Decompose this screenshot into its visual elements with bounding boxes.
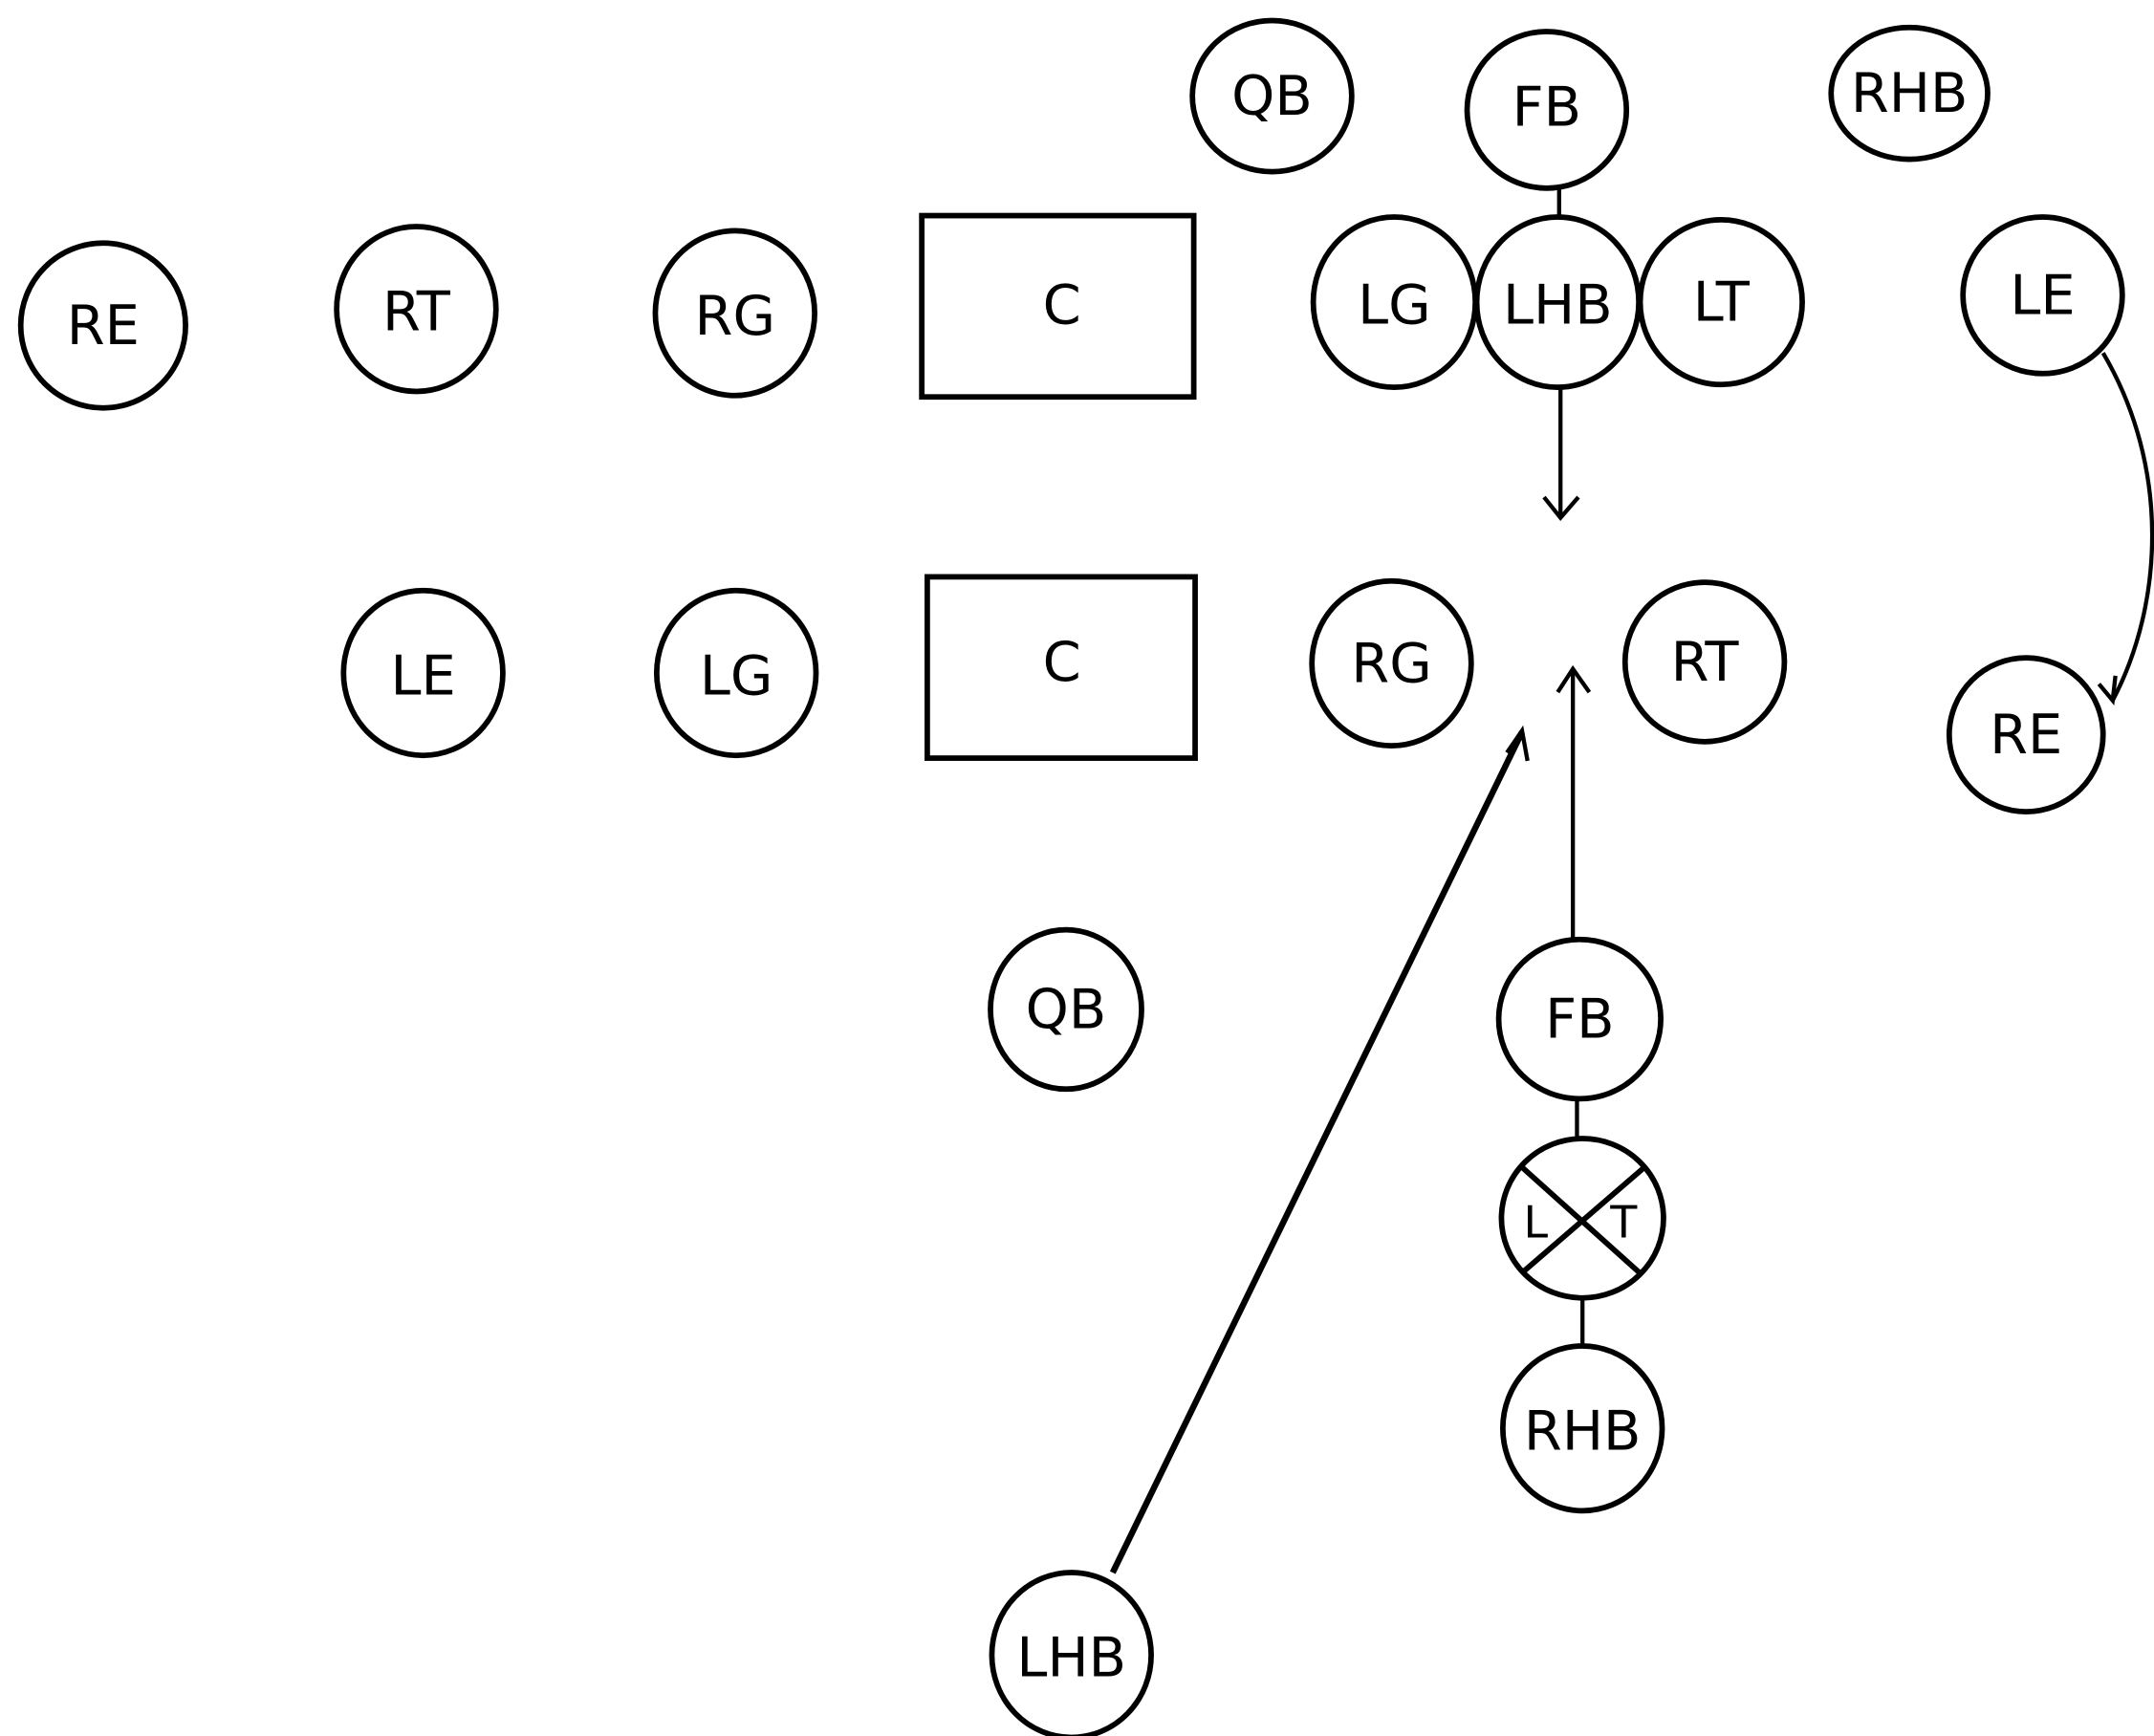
player-c-bottom: C: [925, 574, 1198, 761]
arrowhead-lhb-down: [1542, 495, 1580, 522]
player-qb-top: QB: [1189, 17, 1355, 175]
player-label: FB: [1545, 987, 1614, 1052]
player-label: RHB: [1524, 1400, 1642, 1464]
player-label: LHB: [1016, 1626, 1126, 1690]
player-rhb-top: RHB: [1828, 24, 1991, 163]
player-c-top: C: [919, 212, 1197, 401]
player-rg-bottom: RG: [1309, 577, 1474, 749]
player-label: FB: [1512, 76, 1581, 140]
player-label: LHB: [1503, 272, 1613, 336]
player-lg-top: LG: [1310, 214, 1479, 391]
player-le-bottom: LE: [340, 587, 506, 759]
player-label: RG: [695, 284, 775, 348]
player-fb-top: FB: [1464, 29, 1630, 191]
player-re-top: RE: [17, 240, 188, 411]
player-label: RT: [382, 280, 451, 344]
player-label: QB: [1026, 977, 1107, 1041]
curve-le-to-re: [2100, 352, 2154, 702]
player-le-top: LE: [1960, 214, 2125, 377]
player-label: RHB: [1851, 61, 1969, 125]
player-label-right: T: [1609, 1197, 1638, 1248]
player-re-bottom: RE: [1946, 655, 2106, 814]
player-lhb-bottom: LHB: [989, 1570, 1154, 1736]
player-fb-bottom: FB: [1495, 936, 1664, 1102]
player-rg-top: RG: [652, 228, 817, 399]
arrowhead-lhb-diagonal: [1505, 725, 1530, 762]
player-label: RG: [1351, 631, 1431, 695]
player-rt-bottom: RT: [1621, 579, 1788, 745]
player-label: C: [1043, 272, 1081, 336]
player-label: RE: [67, 293, 140, 358]
player-qb-bottom: QB: [988, 926, 1144, 1093]
player-lt-bottom-crossed: L T: [1498, 1136, 1666, 1301]
player-label: LG: [1358, 272, 1431, 336]
player-lg-bottom: LG: [653, 587, 819, 759]
player-lhb-top: LHB: [1473, 214, 1642, 391]
player-label: RE: [1990, 703, 2062, 767]
arrowhead-curve: [2097, 675, 2118, 705]
player-rhb-bottom: RHB: [1500, 1343, 1665, 1514]
cross-out-line-2: [1522, 1165, 1646, 1273]
arrow-lhb-diagonal: [1109, 730, 1525, 1574]
player-lt-top: LT: [1637, 217, 1805, 388]
player-label-left: L: [1524, 1197, 1549, 1248]
player-label: QB: [1231, 64, 1313, 128]
player-label: LT: [1693, 271, 1751, 335]
arrowhead-fb-up: [1556, 664, 1592, 694]
player-label: LE: [390, 643, 455, 707]
player-label: C: [1043, 630, 1081, 694]
player-rt-top: RT: [334, 224, 499, 395]
player-label: LE: [2010, 263, 2075, 327]
player-label: LG: [700, 643, 773, 707]
player-label: RT: [1671, 630, 1740, 694]
